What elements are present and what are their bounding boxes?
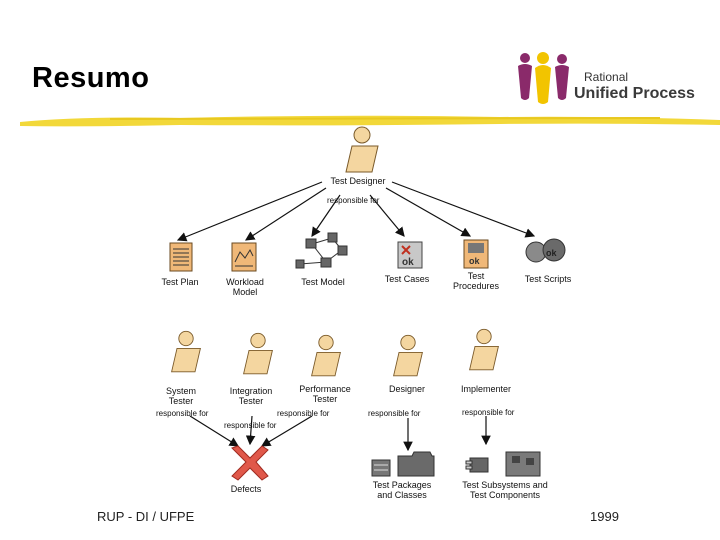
implementer-label: Implementer	[460, 384, 512, 394]
system-tester-responsible-label: responsible for	[156, 409, 209, 418]
svg-text:ok: ok	[402, 257, 414, 268]
test-cases-label: Test Cases	[384, 274, 430, 284]
procedure-document-icon: ok	[463, 239, 489, 269]
test-packages-label: Test Packages and Classes	[372, 480, 432, 500]
svg-text:ok: ok	[546, 248, 557, 258]
test-plan-label: Test Plan	[161, 277, 199, 287]
performance-tester-responsible-label: responsible for	[277, 409, 330, 418]
test-designer-label: Test Designer	[330, 176, 386, 186]
workload-model-label: Workload Model	[226, 277, 264, 297]
logo-line-1: Rational	[584, 70, 629, 84]
footer-source: RUP - DI / UFPE	[97, 509, 195, 524]
test-subsystems-label: Test Subsystems and Test Components	[462, 480, 548, 500]
workload-document-icon	[231, 242, 257, 272]
test-designer-worker-icon	[345, 126, 379, 173]
logo-line-2: Unified Process	[574, 85, 695, 102]
rup-logo-figures-icon	[518, 52, 569, 104]
test-model-label: Test Model	[301, 277, 345, 287]
designer-worker-icon	[393, 334, 423, 377]
package-icon	[371, 451, 435, 477]
system-tester-worker-icon	[171, 330, 201, 373]
system-tester-label: System Tester	[165, 386, 196, 406]
designer-responsible-label: responsible for	[368, 409, 421, 418]
script-gears-icon: ok	[525, 238, 566, 263]
footer-year: 1999	[590, 509, 619, 524]
title-underline-stripe	[20, 115, 720, 127]
test-procedures-label: Test Procedures	[452, 271, 500, 291]
svg-text:ok: ok	[469, 256, 480, 266]
performance-tester-worker-icon	[311, 334, 341, 377]
test-scripts-label: Test Scripts	[524, 274, 572, 284]
defect-x-icon	[231, 445, 269, 481]
integration-tester-worker-icon	[243, 332, 273, 375]
designer-responsible-label: responsible for	[327, 196, 380, 205]
slide-title: Resumo	[32, 62, 150, 94]
implementer-responsible-label: responsible for	[462, 408, 515, 417]
rup-logo: Rational Unified Process	[512, 50, 712, 108]
performance-tester-label: Performance Tester	[299, 384, 351, 404]
designer-label: Designer	[388, 384, 426, 394]
model-network-icon	[295, 232, 348, 269]
test-case-icon: ok	[397, 241, 423, 269]
integration-tester-label: Integration Tester	[229, 386, 273, 406]
implementer-worker-icon	[469, 328, 499, 371]
subsystem-icon	[465, 451, 541, 477]
defects-label: Defects	[230, 484, 262, 494]
document-icon	[169, 242, 193, 272]
integration-tester-responsible-label: responsible for	[224, 421, 277, 430]
